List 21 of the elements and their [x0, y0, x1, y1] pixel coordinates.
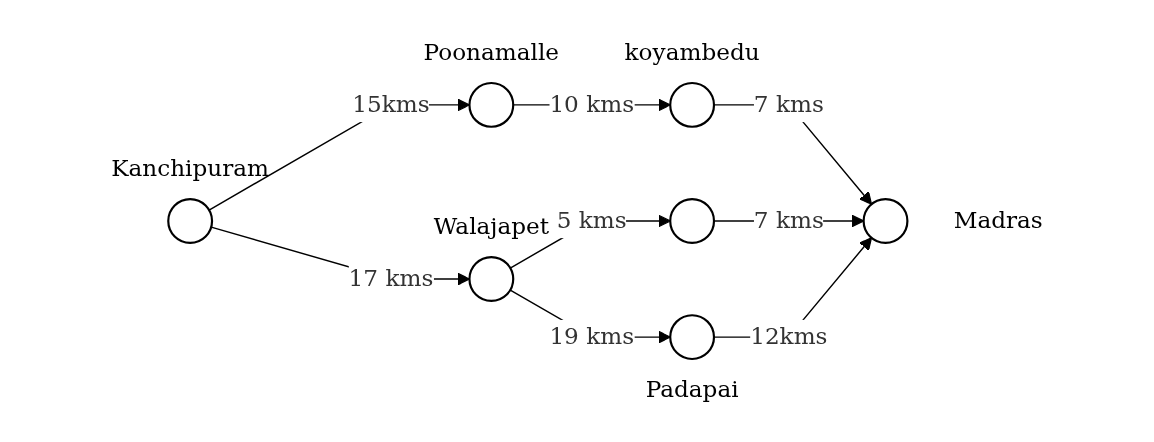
edge-label: 19 kms — [549, 322, 635, 351]
edge-label: 12kms — [750, 322, 828, 351]
node-label: Madras — [953, 206, 1043, 235]
edge-label: 17 kms — [348, 264, 434, 293]
node-circle — [669, 314, 716, 361]
node-label: koyambedu — [624, 38, 760, 66]
node-circle — [669, 81, 716, 128]
node-label: Padapai — [645, 374, 739, 403]
edge-label: 7 kms — [753, 90, 824, 118]
edge-label: 10 kms — [549, 90, 635, 118]
edge-label: 7 kms — [753, 206, 824, 235]
node-label: Kanchipuram — [111, 154, 270, 182]
node-circle — [468, 256, 515, 303]
node-circle — [862, 198, 909, 244]
node-label: Walajapet — [433, 212, 550, 240]
node-circle — [669, 198, 716, 244]
edge-label: 15kms — [352, 90, 430, 118]
edge-label: 5 kms — [556, 206, 627, 235]
node-circle — [468, 81, 515, 128]
node-label: Poonamalle — [423, 38, 560, 66]
node-circle — [167, 198, 214, 244]
